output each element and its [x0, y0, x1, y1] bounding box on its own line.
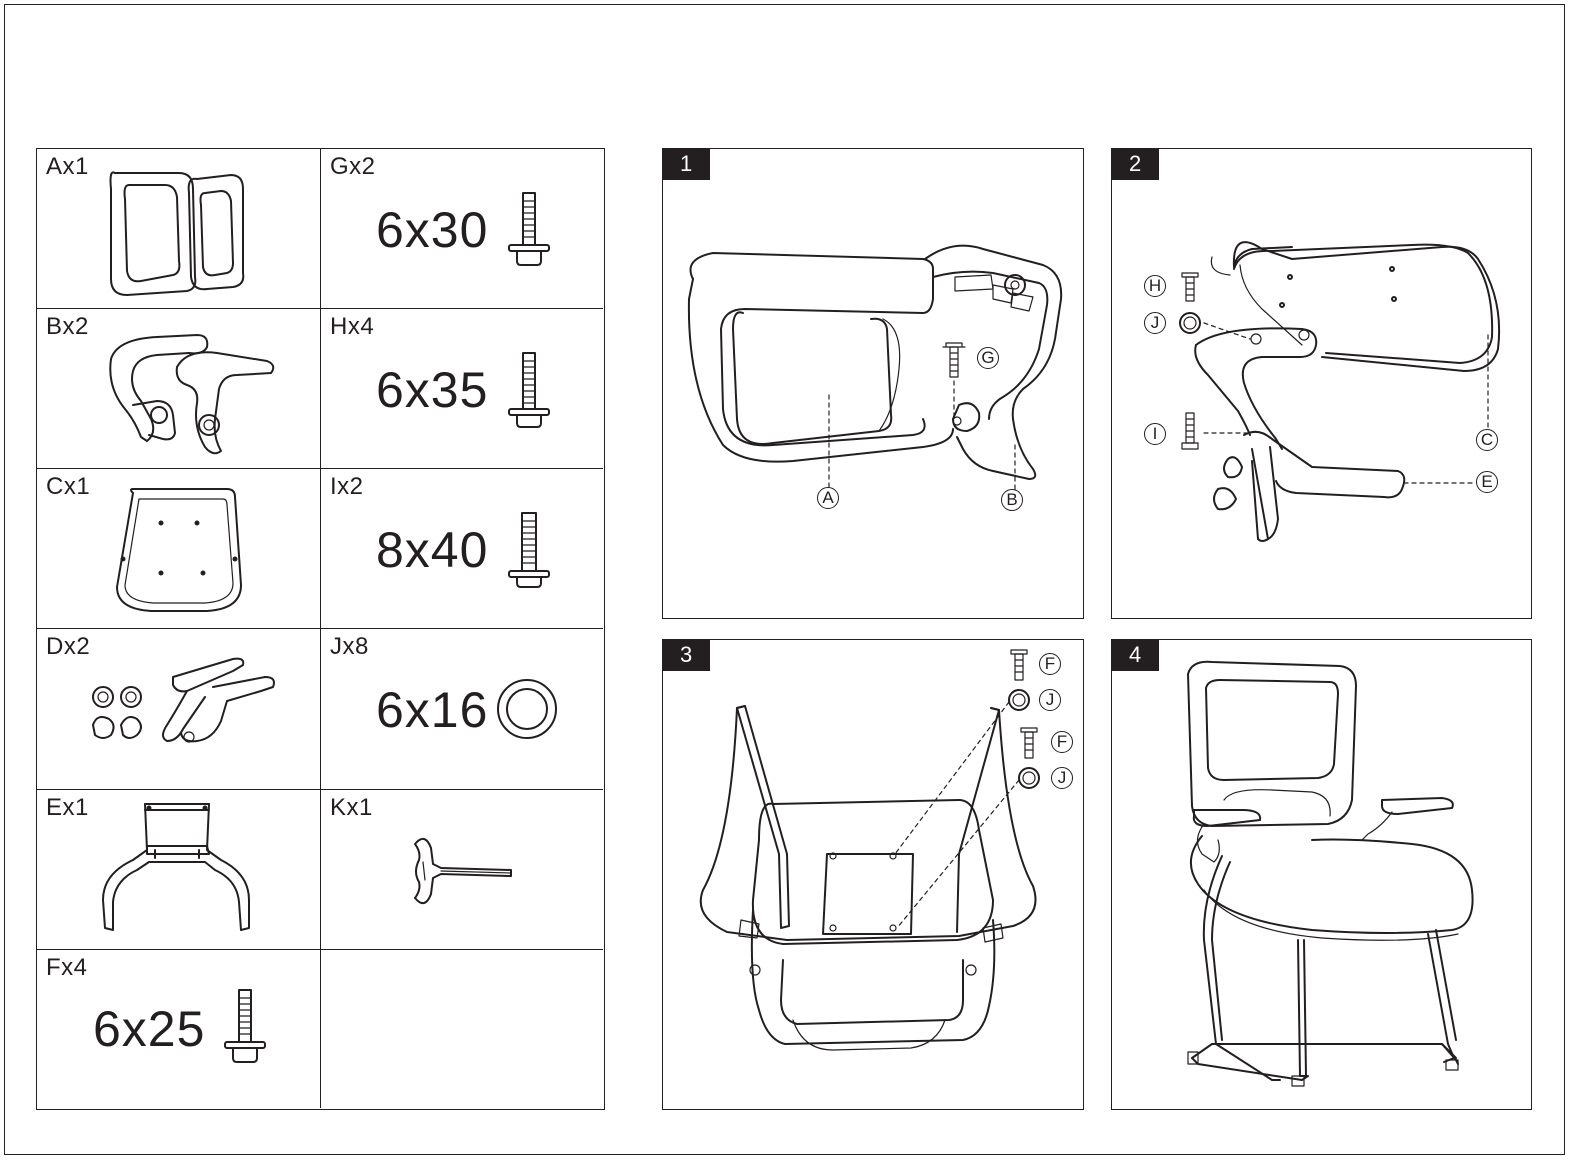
step-4-number: 4 — [1111, 639, 1159, 671]
part-cell-i: Ix2 8x40 — [321, 469, 604, 629]
part-e-label: Ex1 — [46, 794, 89, 821]
step-2-panel: 2 H J I C E — [1111, 148, 1532, 619]
callout-j: J — [1051, 767, 1073, 789]
assembled-chair-drawing — [1187, 660, 1474, 1087]
callout-e: E — [1476, 471, 1498, 493]
part-cell-g: Gx2 6x30 — [321, 149, 604, 309]
callout-a: A — [817, 487, 839, 509]
step-3-illustration — [699, 649, 1040, 1051]
part-k-label: Kx1 — [330, 794, 373, 821]
part-a-label: Ax1 — [46, 153, 89, 180]
part-h-size: 6x35 — [376, 362, 489, 418]
part-j-label: Jx8 — [330, 633, 369, 660]
callout-g: G — [977, 347, 999, 369]
part-cell-c: Cx1 — [37, 469, 320, 629]
part-i-size: 8x40 — [376, 522, 489, 578]
step-3-panel: 3 F J F J — [662, 639, 1084, 1110]
callout-c: C — [1476, 429, 1498, 451]
chair-frame-drawing — [102, 803, 250, 931]
callout-b: B — [1001, 489, 1023, 511]
part-d-label: Dx2 — [46, 633, 91, 660]
step-1-illustration — [687, 244, 1063, 490]
part-f-size: 6x25 — [93, 1001, 206, 1057]
table-divider — [37, 308, 603, 309]
table-divider — [37, 789, 603, 790]
part-f-label: Fx4 — [46, 954, 88, 981]
washer-icon — [497, 679, 557, 739]
page-border — [4, 4, 1565, 1155]
part-i-label: Ix2 — [330, 473, 364, 500]
parts-list-table: Ax1 Gx2 6x30 Bx2 Hx4 6x3 — [36, 148, 605, 1110]
bolt-icon — [508, 192, 550, 266]
step-4-panel: 4 — [1111, 639, 1532, 1110]
arm-bracket-drawing — [92, 657, 275, 743]
part-cell-d: Dx2 — [37, 629, 320, 789]
callout-f: F — [1051, 731, 1073, 753]
part-cell-b: Bx2 — [37, 309, 320, 469]
callout-f: F — [1039, 653, 1061, 675]
step-2-illustration — [1179, 241, 1501, 542]
part-b-label: Bx2 — [46, 313, 89, 340]
step-1-number: 1 — [662, 148, 710, 180]
part-j-size: 6x16 — [376, 682, 489, 738]
part-g-label: Gx2 — [330, 153, 376, 180]
callout-h: H — [1144, 275, 1166, 297]
callout-j: J — [1039, 689, 1061, 711]
part-h-label: Hx4 — [330, 313, 375, 340]
hex-key-icon — [414, 837, 512, 905]
armrest-drawing — [109, 334, 275, 455]
part-g-size: 6x30 — [376, 202, 489, 258]
callout-j: J — [1144, 312, 1166, 334]
step-2-number: 2 — [1111, 148, 1159, 180]
step-3-number: 3 — [662, 639, 710, 671]
empty-cell — [321, 950, 604, 1110]
part-cell-j: Jx8 6x16 — [321, 629, 604, 789]
backrest-drawing — [109, 171, 245, 296]
part-cell-h: Hx4 6x35 — [321, 309, 604, 469]
table-divider — [37, 628, 603, 629]
table-divider — [37, 468, 603, 469]
part-cell-k: Kx1 — [321, 790, 604, 950]
part-c-label: Cx1 — [46, 473, 91, 500]
part-cell-a: Ax1 — [37, 149, 320, 309]
bolt-icon — [224, 989, 266, 1063]
part-cell-e: Ex1 — [37, 790, 320, 950]
bolt-icon — [508, 352, 550, 428]
step-1-panel: 1 G A B — [662, 148, 1084, 619]
seat-drawing — [116, 488, 242, 612]
bolt-icon — [508, 512, 550, 588]
callout-i: I — [1144, 423, 1166, 445]
table-divider — [37, 949, 603, 950]
part-cell-f: Fx4 6x25 — [37, 950, 320, 1110]
